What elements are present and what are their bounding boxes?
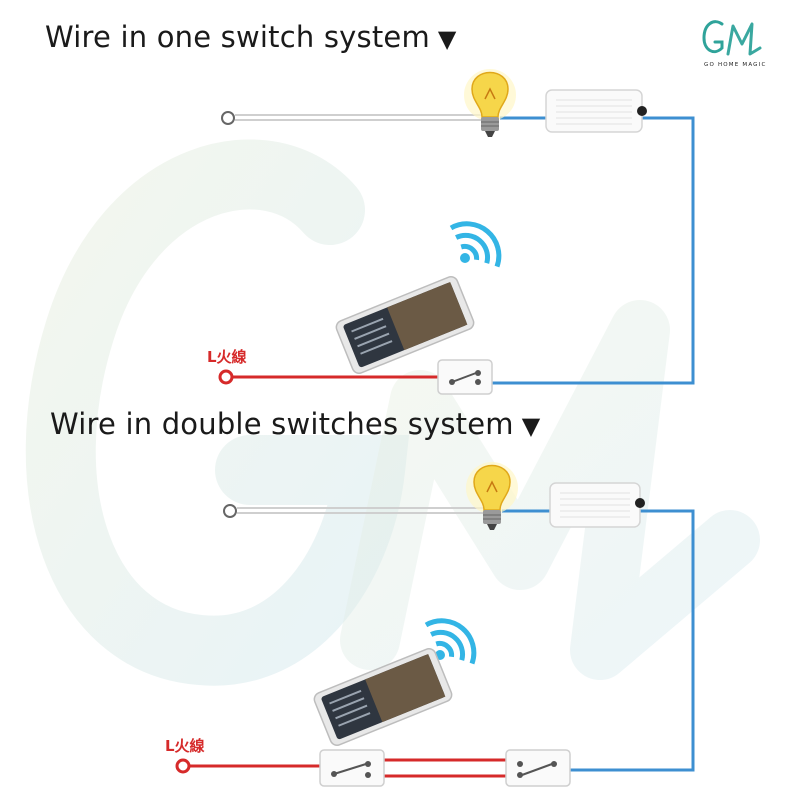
wifi-signal-icon: [449, 221, 502, 268]
neutral-wire-bottom: [237, 507, 494, 514]
wall-switch-icon: [319, 749, 385, 787]
title-double-switch: Wire in double switches system▼: [50, 407, 540, 441]
smart-relay-module: [549, 482, 645, 528]
title-single-text: Wire in one switch system: [45, 20, 430, 54]
smartphone-icon: [335, 276, 475, 374]
double-switch-system: [175, 462, 695, 787]
live-wire-label: L火線: [207, 348, 247, 366]
wifi-signal-icon: [424, 618, 477, 665]
down-triangle-icon: ▼: [521, 412, 541, 440]
neutral-terminal: [221, 111, 235, 125]
smartphone-icon: [313, 648, 453, 746]
signal-wire: [570, 509, 695, 772]
gm-logo-mark: [702, 20, 762, 56]
title-double-text: Wire in double switches system: [50, 407, 514, 441]
neutral-wire-top: [235, 114, 492, 121]
live-wire-label: L火線: [165, 737, 205, 755]
logo-tagline: GO HOME MAGIC: [704, 62, 767, 68]
live-terminal: [218, 369, 234, 385]
down-triangle-icon: ▼: [437, 25, 457, 53]
lightbulb-icon: [464, 69, 516, 137]
wall-switch-icon: [505, 749, 571, 787]
signal-wire: [492, 116, 695, 385]
lightbulb-icon: [466, 462, 518, 530]
smart-relay-module: [545, 89, 647, 133]
title-single-switch: Wire in one switch system▼: [45, 20, 457, 54]
wall-switch-icon: [437, 359, 493, 395]
single-switch-system: [218, 69, 695, 395]
brand-logo: GO HOME MAGIC: [700, 14, 782, 74]
live-terminal: [175, 758, 191, 774]
neutral-terminal: [223, 504, 237, 518]
